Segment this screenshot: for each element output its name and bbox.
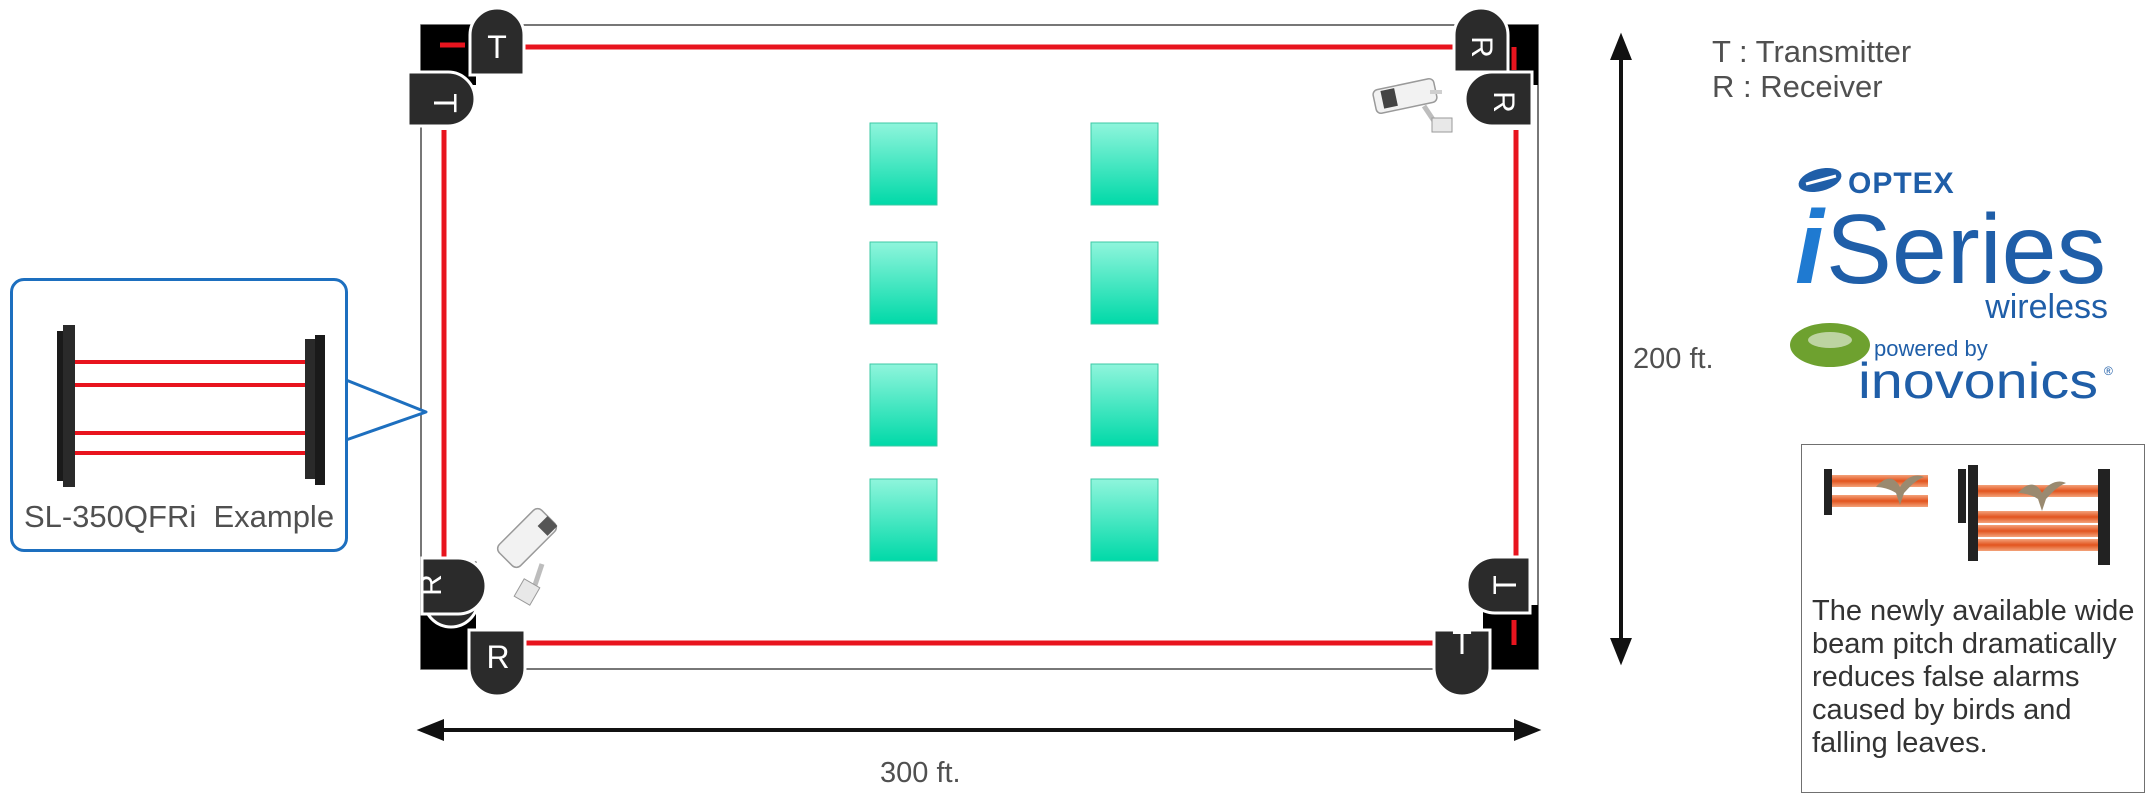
iseries-logo: i Series wireless	[1795, 190, 2108, 326]
sensor-label-t: T	[1452, 625, 1472, 661]
sensor-bottom-right-t-upright: T	[1434, 625, 1490, 696]
sensor-label-r: R	[486, 639, 509, 675]
container	[1091, 242, 1158, 324]
sensor-post-left	[57, 325, 75, 487]
container	[1091, 364, 1158, 446]
security-camera-icon	[1372, 78, 1452, 132]
inovonics-wordmark: inovonics	[1858, 353, 2098, 409]
container	[870, 123, 937, 205]
container	[870, 364, 937, 446]
sensor-label-r: R	[415, 574, 448, 596]
sensor-top-left-t-rotated: T	[408, 72, 475, 126]
sensor-post-right	[305, 335, 325, 485]
inovonics-logo: powered by inovonics ®	[1790, 323, 2113, 409]
container	[870, 242, 937, 324]
illustration-beams	[75, 362, 305, 453]
info-panel-text: The newly available wide beam pitch dram…	[1812, 595, 2142, 760]
height-label: 200 ft.	[1633, 343, 1714, 376]
sensor-label-t: T	[427, 93, 463, 113]
wireless-wordmark: wireless	[1984, 288, 2108, 326]
sensor-top-right-r-upright: R	[1454, 8, 1508, 72]
product-callout: SL-350QFRi Example	[10, 278, 348, 552]
container	[1091, 479, 1158, 561]
sensor-label-r: R	[1487, 91, 1520, 113]
sensor-top-left-t-upright: T	[470, 8, 524, 75]
security-camera-icon	[495, 506, 559, 605]
sensor-label-t: T	[487, 29, 507, 65]
height-dimension-arrow	[1613, 38, 1629, 660]
sensor-label-r: R	[1465, 36, 1498, 58]
sensor-bottom-left-r-upright: R	[469, 630, 525, 696]
legend-transmitter: T : Transmitter	[1712, 34, 1911, 69]
callout-caption: SL-350QFRi Example	[13, 499, 345, 535]
sensor-label-t: T	[1487, 575, 1523, 595]
legend-receiver: R : Receiver	[1712, 69, 1911, 104]
container-grid	[870, 123, 1158, 561]
narrow-beam-example	[1824, 469, 1928, 515]
container	[1091, 123, 1158, 205]
svg-text:®: ®	[2104, 364, 2113, 378]
sl-350qfri-illustration	[33, 325, 353, 505]
site-boundary	[421, 25, 1538, 669]
container	[870, 479, 937, 561]
iseries-i-letter: i	[1795, 190, 1826, 306]
sensor-bottom-right-t-rotated: T	[1467, 557, 1530, 613]
width-dimension-arrow	[422, 722, 1536, 738]
callout-pointer	[346, 380, 426, 440]
bird-comparison-illustration	[1802, 465, 2142, 575]
wide-beam-example	[1958, 465, 2110, 565]
legend: T : Transmitter R : Receiver	[1712, 34, 1911, 104]
width-label: 300 ft.	[880, 757, 961, 790]
info-panel: The newly available wide beam pitch dram…	[1801, 444, 2145, 793]
beam-lines	[440, 45, 1516, 645]
sensor-top-right-r-rotated: R	[1465, 72, 1532, 126]
